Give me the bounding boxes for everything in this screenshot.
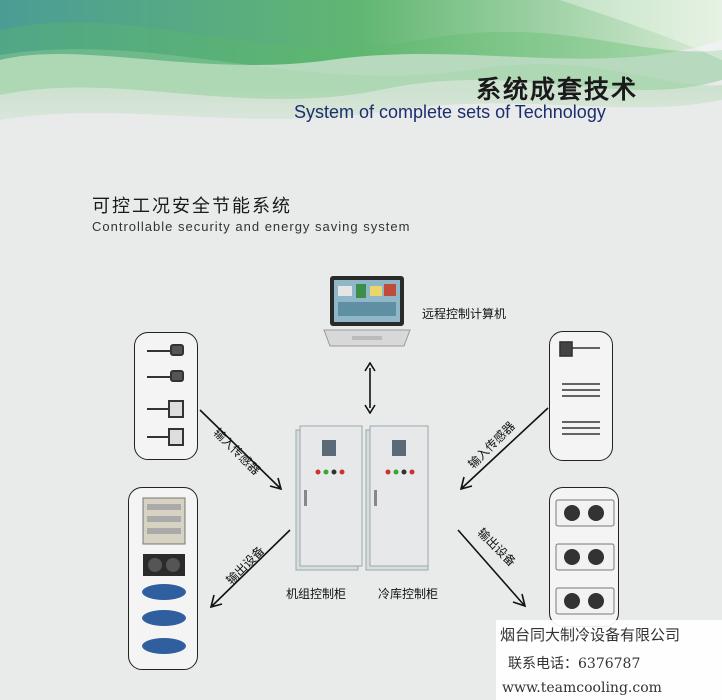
company-name: 烟台同大制冷设备有限公司 xyxy=(500,626,681,644)
laptop-icon xyxy=(323,276,411,347)
remote-computer-label: 远程控制计算机 xyxy=(422,307,507,321)
right-output-devices-panel xyxy=(549,487,619,627)
cold-storage-cabinet-label: 冷库控制柜 xyxy=(378,587,439,601)
left-output-devices-panel xyxy=(128,487,198,670)
sensor-probe-icons xyxy=(559,341,600,435)
evaporator-icons xyxy=(555,499,615,615)
unit-cabinet-label: 机组控制柜 xyxy=(286,587,347,601)
sensor-icons xyxy=(147,344,184,446)
header-title-cn: 系统成套技术 xyxy=(476,75,639,104)
bidirectional-arrow-icon xyxy=(364,362,376,414)
right-input-sensors-panel xyxy=(549,331,613,461)
header-banner xyxy=(0,0,722,160)
equipment-icons xyxy=(142,497,186,654)
left-input-sensors-panel xyxy=(134,332,198,460)
section-title-cn: 可控工况安全节能系统 xyxy=(92,196,292,217)
section-title-en: Controllable security and energy saving … xyxy=(92,219,411,234)
control-cabinets-illustration xyxy=(295,425,429,571)
company-website: www.teamcooling.com xyxy=(502,680,662,696)
header-title-en: System of complete sets of Technology xyxy=(294,102,606,122)
company-phone: 联系电话：6376787 xyxy=(508,656,641,672)
company-info-box xyxy=(496,620,722,700)
cold-storage-cabinet-icon xyxy=(365,425,429,571)
unit-cabinet-icon xyxy=(295,425,363,571)
